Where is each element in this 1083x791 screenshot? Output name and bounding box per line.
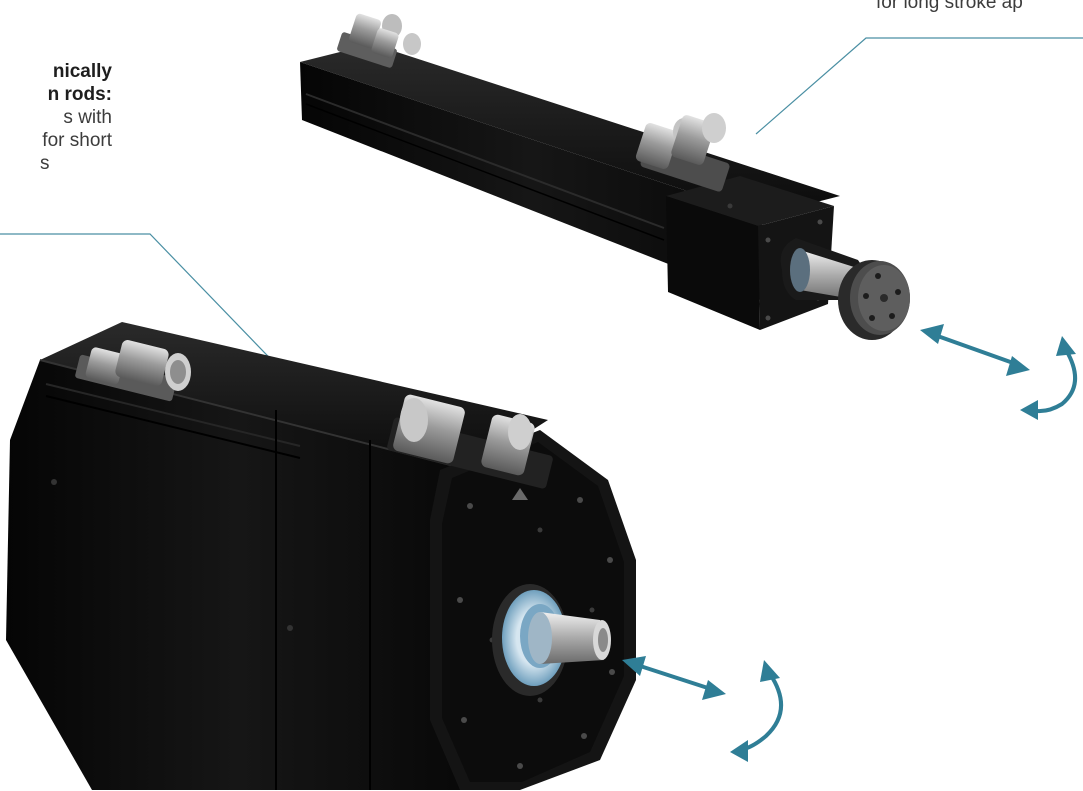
callout-left-line-1: nically [52,61,112,82]
connector-rear-upper [337,13,421,68]
connector-front-upper [635,113,730,192]
leader-line-left [0,233,319,409]
connector-front-lower [387,394,553,500]
callout-short-stroke: nically n rods: s with for short s [0,60,112,175]
rotary-arrow-lower [738,672,784,752]
linear-arrow-lower [632,662,716,692]
callout-long-stroke: for long stroke ap [876,0,1023,14]
callout-left-line-3: s with [63,107,112,128]
callout-left-line-2: n rods: [47,84,112,105]
linear-arrow-upper [930,332,1018,366]
motion-arrows-lower [632,662,784,752]
connector-rear-lower [75,340,191,402]
motion-arrows-upper [930,332,1078,414]
rotary-motor-large [6,322,636,790]
callout-left-line-4: for short [42,130,112,151]
callout-left-line-5: s [40,153,50,174]
arrowheads-upper [920,324,1076,420]
arrowheads-lower [622,656,780,762]
linear-actuator-long [300,13,910,340]
rotary-arrow-upper [1028,348,1078,414]
leader-line-right [755,37,1083,135]
callout-right-line-1: for long stroke ap [876,0,1023,13]
